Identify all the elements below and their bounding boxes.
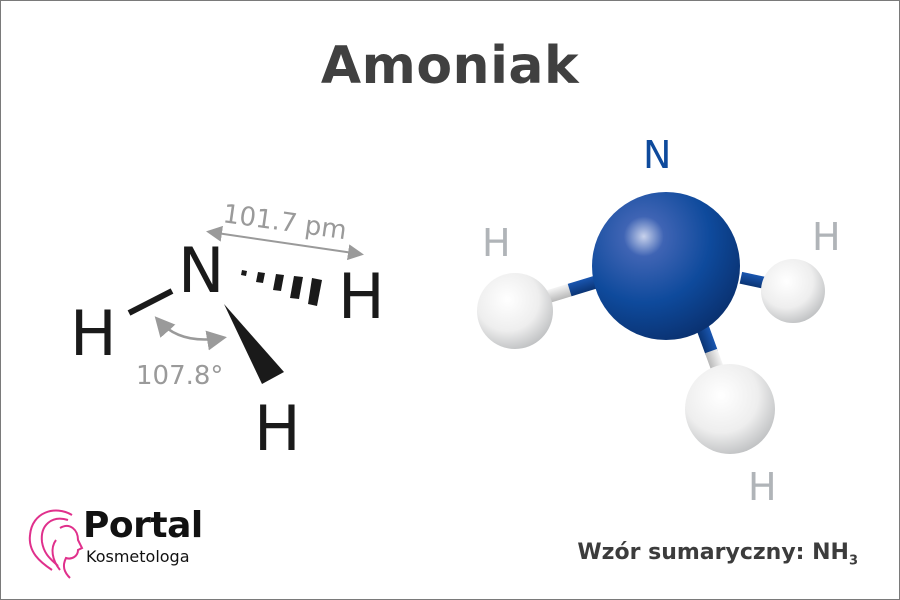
bond-length-label: 101.7 pm	[221, 199, 348, 246]
hydrogen-atom-right	[761, 259, 825, 323]
model-h-bottom-label: H	[748, 465, 777, 509]
hydrogen-atom-left	[477, 273, 553, 349]
structural-h-right-label: H	[338, 260, 385, 333]
structural-h-left-label: H	[70, 297, 117, 370]
bond-length-arrow	[206, 225, 364, 261]
model-h-left-label: H	[482, 221, 511, 265]
logo-face-icon	[28, 509, 84, 579]
structural-h-bottom-label: H	[254, 392, 301, 465]
logo-subtitle: Kosmetologa	[86, 547, 190, 566]
summary-formula: Wzór sumaryczny: NH3	[577, 540, 858, 568]
page-title: Amoniak	[320, 36, 580, 96]
bond-angle-label: 107.8°	[136, 361, 223, 391]
nitrogen-atom	[592, 192, 740, 340]
formula-text: Wzór sumaryczny: NH	[577, 540, 849, 565]
structural-n-label: N	[178, 234, 224, 307]
single-bond	[127, 288, 174, 316]
bond-angle-arc	[154, 316, 227, 351]
solid-wedge-bond	[224, 304, 284, 384]
model-n-label: N	[643, 133, 671, 177]
ball-and-stick-model	[477, 192, 825, 454]
formula-subscript: 3	[848, 553, 858, 569]
hydrogen-atom-bottom	[685, 364, 775, 454]
dashed-wedge-bond	[241, 270, 322, 306]
model-h-right-label: H	[812, 215, 841, 259]
logo-name: Portal	[83, 505, 203, 546]
